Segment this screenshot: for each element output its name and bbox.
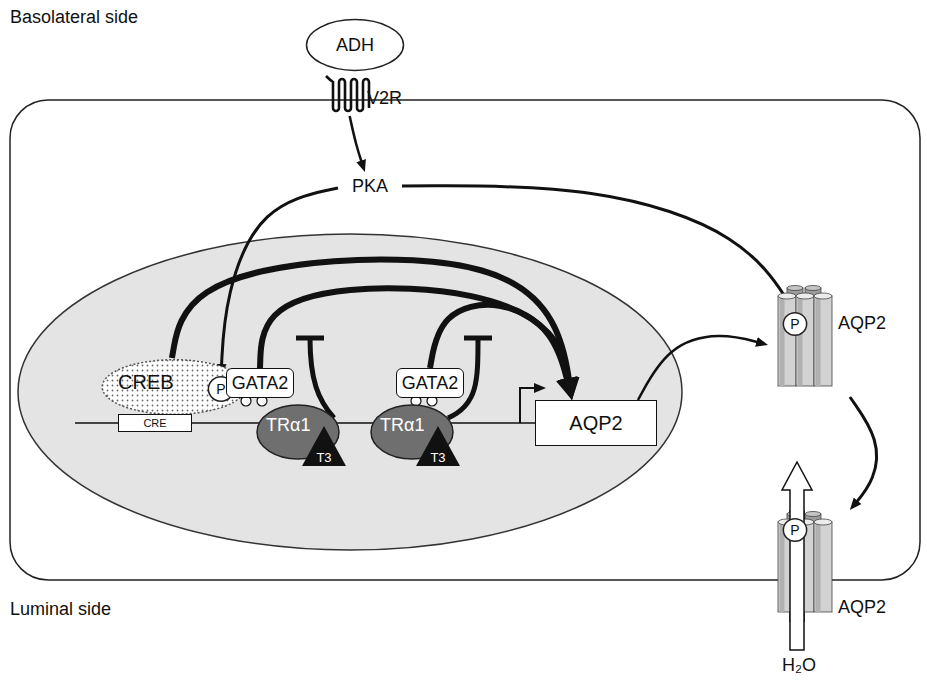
channel-subunit <box>778 296 796 386</box>
channel-cap <box>787 286 803 291</box>
channel-shade <box>798 296 803 386</box>
node-text: ADH <box>336 36 374 54</box>
shape-body <box>307 20 404 71</box>
channel-shade <box>816 522 821 612</box>
node-text: P <box>790 523 799 537</box>
receptor-ellipse: TRα1T3 <box>370 404 462 468</box>
node-text: T3 <box>302 451 346 464</box>
inhibition-bar <box>296 336 324 341</box>
water-channel: AQP2 P <box>768 510 885 622</box>
receptor-ellipse: TRα1T3 <box>256 404 348 468</box>
pathway-arrow <box>638 336 762 400</box>
factor-box: GATA2 <box>396 368 464 398</box>
node-text: P <box>216 382 225 396</box>
shape-body <box>102 360 246 415</box>
response-element-box: CRE <box>118 414 192 432</box>
phospho-circle: P <box>783 312 807 336</box>
node-text: CREB <box>118 372 174 392</box>
node-text: PKA <box>352 177 388 195</box>
kinase-label: PKA <box>338 172 402 200</box>
inhibition-line <box>310 338 334 418</box>
channel-shade <box>816 296 821 386</box>
node-text: TRα1 <box>380 416 424 434</box>
channel-cap <box>778 293 796 299</box>
node-text: P <box>790 317 799 331</box>
receptor-symbol <box>326 76 369 111</box>
channel-cap <box>814 519 832 525</box>
channel-shade <box>780 296 785 386</box>
cell-membrane <box>10 100 920 580</box>
shape-body <box>783 313 806 336</box>
side-label: Basolateral side <box>10 8 138 26</box>
nucleus <box>18 234 682 550</box>
shape-body <box>416 426 460 466</box>
channel-shade <box>780 522 785 612</box>
side-label: Luminal side <box>10 600 111 618</box>
node-text: GATA2 <box>402 374 458 392</box>
node-text: V2R <box>367 89 402 107</box>
channel-cap <box>796 293 814 299</box>
node-text: CRE <box>143 418 166 429</box>
factor-box: GATA2 <box>226 368 294 398</box>
molecule-label: H₂O <box>782 656 816 674</box>
node-text: AQP2 <box>838 314 886 332</box>
shape-body <box>302 426 346 466</box>
phospho-circle: P <box>783 518 807 542</box>
pathway-arrow <box>350 116 363 166</box>
channel-subunit <box>814 296 832 386</box>
node-text: TRα1 <box>266 416 310 434</box>
channel-subunit <box>814 522 832 612</box>
node-text: AQP2 <box>569 413 622 433</box>
node-text: AQP2 <box>838 598 886 616</box>
node-text: GATA2 <box>232 374 288 392</box>
ligand-triangle: T3 <box>302 426 346 466</box>
water-channel: AQP2 P <box>768 282 885 397</box>
receptor-label: V2R <box>325 78 410 116</box>
pathway-arrow <box>402 186 792 307</box>
channel-cap <box>814 293 832 299</box>
shape-body <box>783 519 806 542</box>
channel-cap <box>805 512 821 517</box>
ligand-triangle: T3 <box>416 426 460 466</box>
channel-subunit <box>796 296 814 386</box>
shape-dots <box>102 360 246 415</box>
hormone-ellipse: ADH <box>305 18 405 72</box>
channel-cap <box>805 286 821 291</box>
gene-box: AQP2 <box>535 400 657 446</box>
node-text: T3 <box>416 451 460 464</box>
inhibition-bar <box>464 336 492 341</box>
pathway-arrow <box>850 397 877 505</box>
water-channel-outline <box>768 282 885 397</box>
